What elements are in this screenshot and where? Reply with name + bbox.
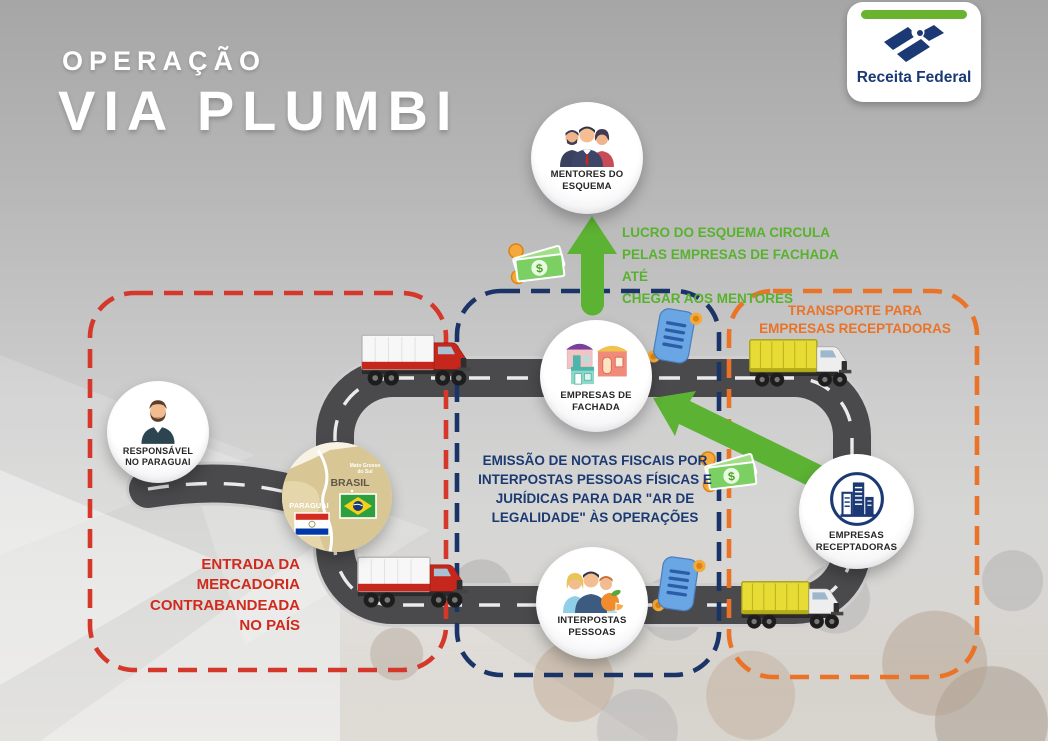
node-front-persons: INTERPOSTAS PESSOAS: [536, 547, 648, 659]
front-people-orange-icon: [563, 571, 625, 614]
logo-text: Receita Federal: [856, 69, 972, 86]
entry-zone-box: [87, 290, 449, 673]
map-label-region2: do Sul: [357, 469, 373, 475]
profit-note: LUCRO DO ESQUEMA CIRCULA PELAS EMPRESAS …: [622, 225, 839, 306]
money-icon-middle: $: [700, 451, 758, 493]
invoices-note: EMISSÃO DE NOTAS FISCAIS POR INTERPOSTAS…: [478, 453, 712, 526]
node-label: MENTORES DO ESQUEMA: [550, 169, 624, 192]
invoice-scroll-top-icon: [647, 308, 703, 364]
operation-title: VIA PLUMBI: [58, 79, 460, 142]
node-label: EMPRESAS RECEPTADORAS: [815, 529, 898, 553]
node-shell-companies: EMPRESAS DE FACHADA: [540, 320, 652, 432]
business-people-icon: [560, 126, 614, 168]
bearded-man-icon: [141, 399, 175, 444]
map-label-paraguay: PARAGUAI: [289, 501, 328, 510]
map-label-region1: Mato Grosso: [350, 463, 381, 469]
money-icon-top: $: [508, 243, 566, 285]
transport-note: TRANSPORTE PARA EMPRESAS RECEPTADORAS: [759, 303, 951, 336]
profit-up-arrow: [567, 216, 617, 316]
yellow-truck-bottom-icon: [741, 581, 844, 629]
red-truck-bottom-icon: [357, 556, 468, 608]
operation-kicker: OPERAÇÃO: [62, 46, 267, 76]
border-map: BRASIL Mato Grosso do Sul Campo Grande P…: [282, 442, 392, 552]
node-paraguay-manager: RESPONSÁVEL NO PARAGUAI: [107, 381, 209, 483]
logo-green-bar: [861, 10, 967, 19]
yellow-truck-top-icon: [749, 339, 852, 387]
svg-text:$: $: [727, 469, 736, 484]
node-receiving-companies: EMPRESAS RECEPTADORAS: [799, 454, 914, 569]
receita-federal-emblem-icon: [884, 25, 944, 62]
brazil-flag: [339, 493, 377, 519]
paraguay-brazil-map-icon: BRASIL Mato Grosso do Sul Campo Grande P…: [282, 442, 392, 552]
entry-note: ENTRADA DA MERCADORIA CONTRABANDEADA NO …: [150, 556, 300, 634]
node-label: EMPRESAS DE FACHADA: [560, 390, 632, 413]
node-label: RESPONSÁVEL NO PARAGUAI: [122, 445, 194, 467]
red-truck-top-icon: [361, 334, 472, 386]
node-mentors: MENTORES DO ESQUEMA: [531, 102, 643, 214]
map-label-brazil: BRASIL: [330, 477, 370, 489]
svg-text:$: $: [535, 261, 544, 276]
paraguay-flag: [294, 512, 330, 537]
buildings-icon: [829, 471, 884, 526]
receita-federal-logo-card: Receita Federal: [847, 2, 981, 102]
node-label: INTERPOSTAS PESSOAS: [557, 615, 627, 638]
storefronts-icon: [566, 343, 628, 385]
invoice-scroll-bottom-icon: [652, 556, 706, 612]
